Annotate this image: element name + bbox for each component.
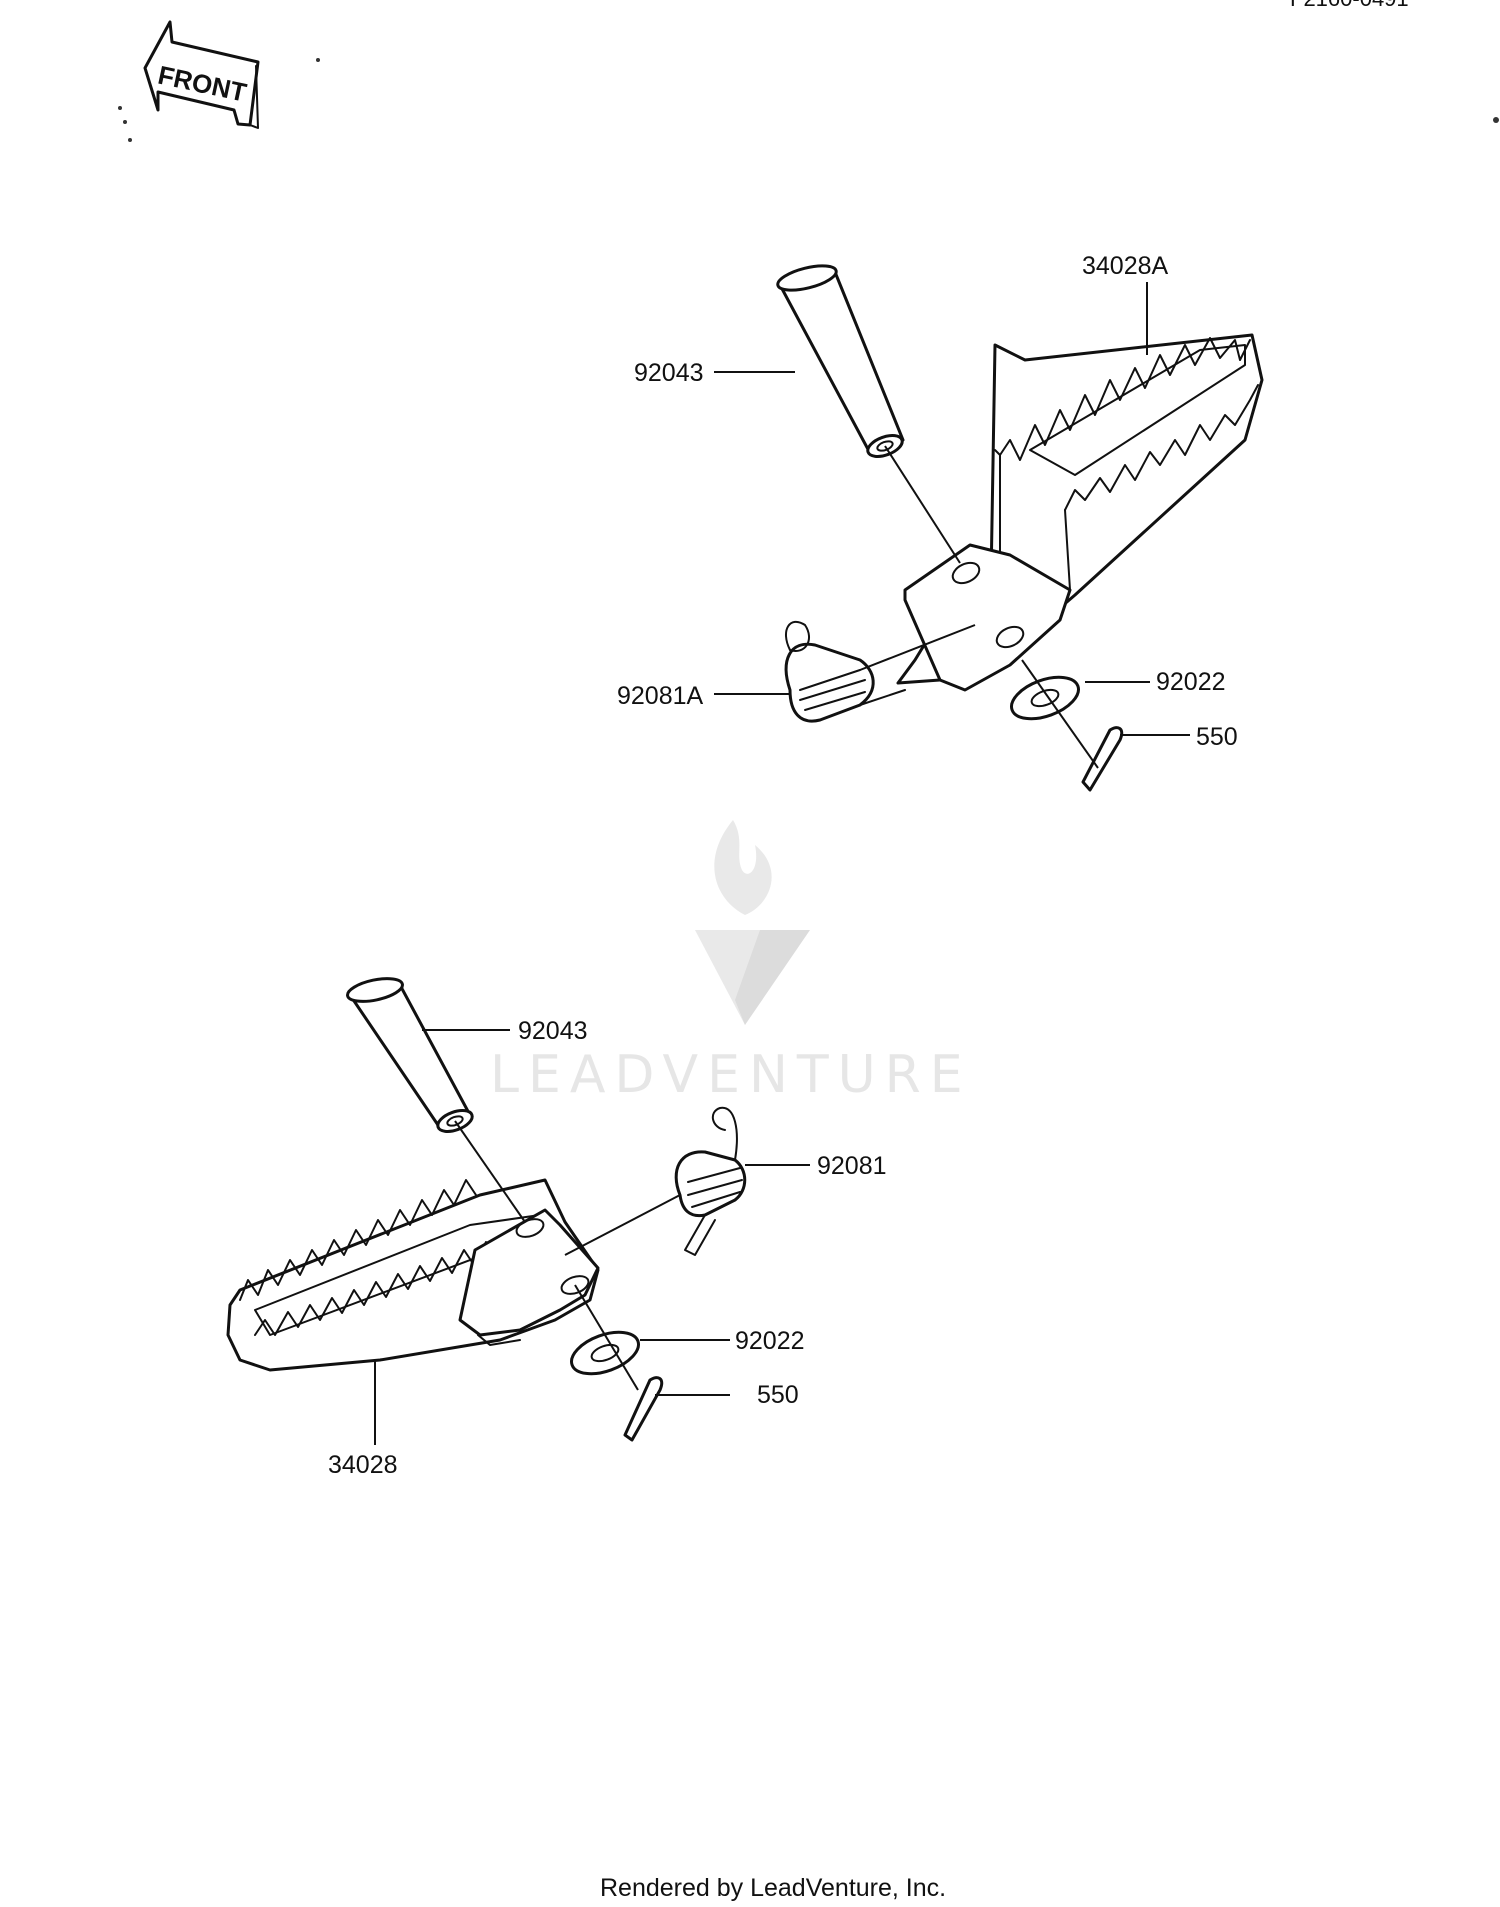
upper-pivot-pin [776,264,905,458]
callout-lower-92043: 92043 [518,1017,588,1045]
callout-lower-92022: 92022 [735,1327,805,1355]
rendered-by-footer: Rendered by LeadVenture, Inc. [600,1874,946,1902]
lower-pivot-pin [346,977,474,1133]
upper-leader-lines [714,282,1190,769]
callout-upper-550: 550 [1196,723,1238,751]
lower-footpeg-assembly: 92043 92081 92022 550 34028 [226,977,887,1479]
callout-34028: 34028 [328,1451,398,1479]
callout-92081: 92081 [817,1152,887,1180]
lower-cotter-pin [623,1376,664,1442]
upper-footpeg-assembly: 34028A 92043 92081A 92022 550 [617,252,1264,792]
upper-footpeg [896,333,1264,692]
scan-specks [118,58,1499,142]
callout-lower-550: 550 [757,1381,799,1409]
lower-leader-lines [374,1029,810,1445]
callout-92081A: 92081A [617,682,704,710]
lower-footpeg [226,1178,600,1372]
callout-upper-92043: 92043 [634,359,704,387]
upper-return-spring [784,620,906,723]
front-direction-arrow: FRONT [143,20,260,129]
leadventure-watermark: LEADVENTURE [490,820,972,1105]
callout-upper-92022: 92022 [1156,668,1226,696]
watermark-text: LEADVENTURE [490,1045,972,1105]
upper-cotter-pin [1081,726,1124,792]
callout-34028A: 34028A [1082,252,1169,280]
lower-return-spring [674,1106,747,1256]
diagram-reference-code: F2160-0491 [1290,0,1409,11]
upper-washer [1010,675,1080,721]
lower-washer [570,1330,640,1376]
